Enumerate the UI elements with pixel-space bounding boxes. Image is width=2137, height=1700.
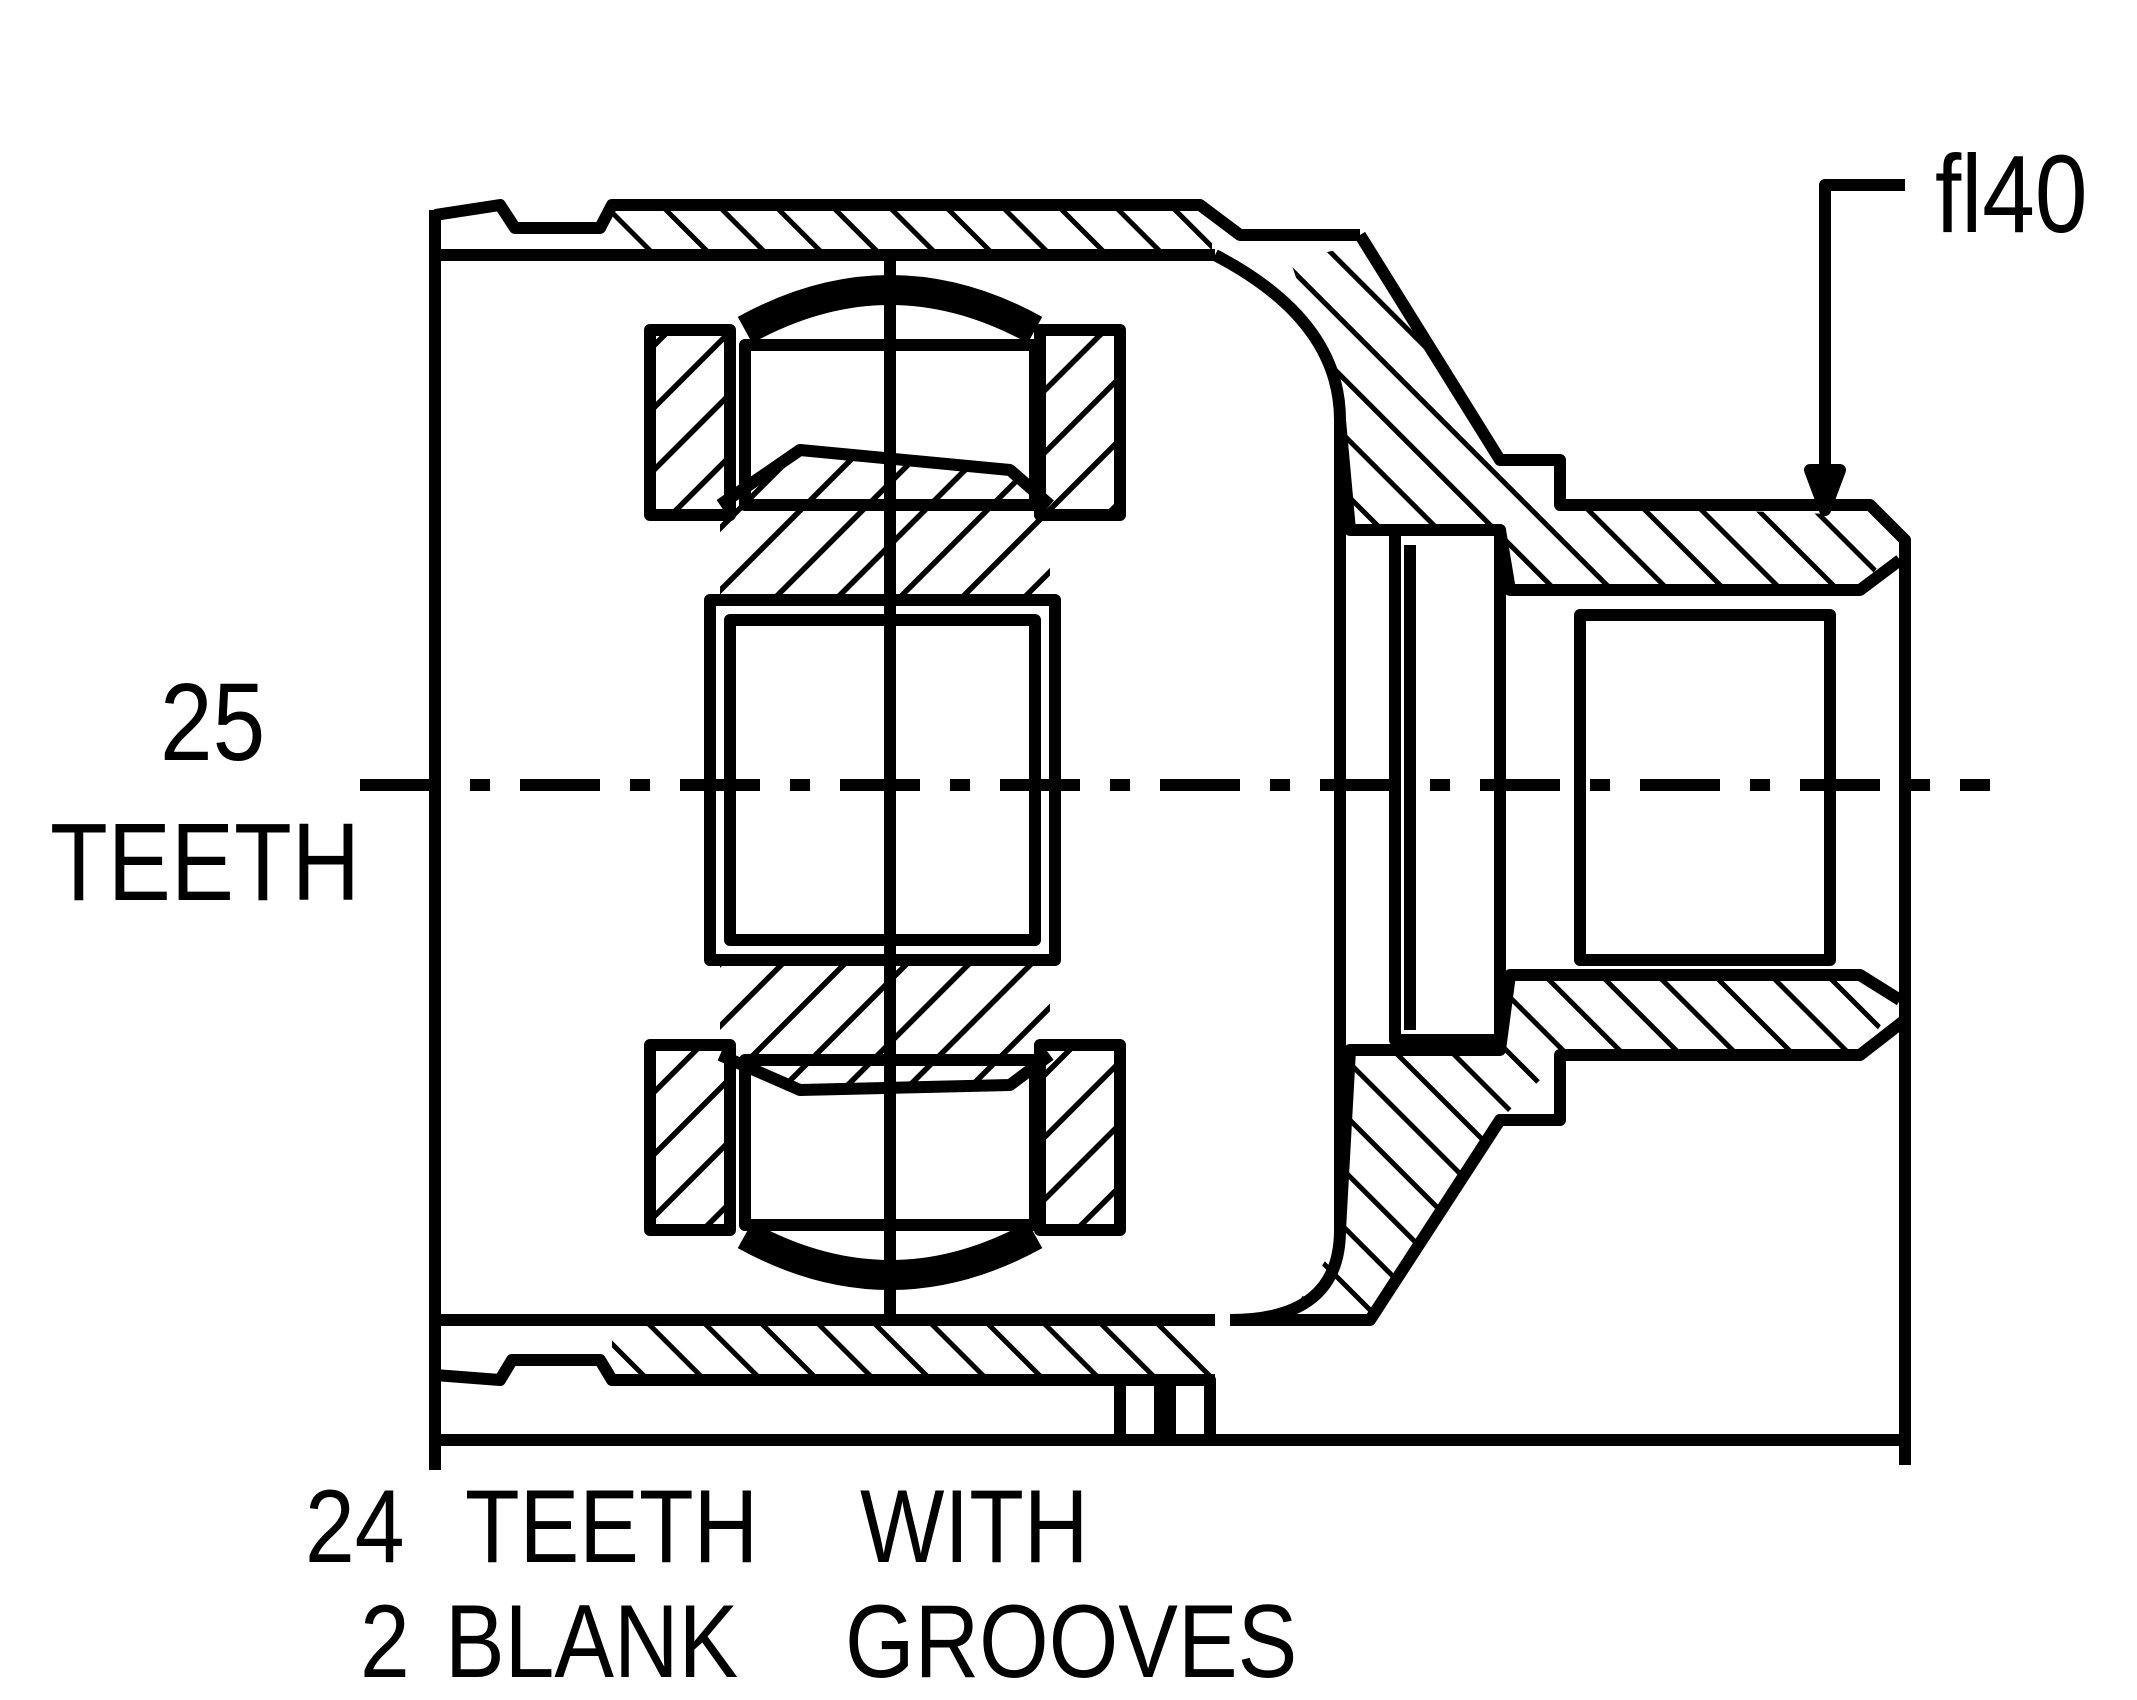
blank-count: 2 xyxy=(360,1584,410,1700)
bottom-with-word: WITH xyxy=(860,1469,1089,1585)
housing-bottom-hatch xyxy=(612,1325,1212,1375)
housing-top-hatch xyxy=(612,210,1212,250)
bottom-tooth-unit: TEETH xyxy=(465,1469,759,1585)
left-tooth-count: 25 xyxy=(160,661,266,784)
diameter-leader xyxy=(1819,179,1905,505)
bottom-tooth-count: 24 xyxy=(305,1469,405,1585)
neck-top-hatch xyxy=(1290,245,1895,590)
race-upper-right-roller xyxy=(1034,324,1126,521)
groove-left xyxy=(1114,1374,1166,1446)
grooves-word: GROOVES xyxy=(845,1584,1298,1700)
neck-bottom-hatch xyxy=(1300,975,1895,1320)
race-lower-left-roller xyxy=(644,1039,736,1236)
blank-word: BLANK xyxy=(445,1584,739,1700)
diameter-arrowhead xyxy=(1804,464,1846,516)
groove-right xyxy=(1164,1374,1216,1446)
race-upper-left-roller xyxy=(644,324,736,521)
bell-curve-top xyxy=(1212,249,1346,1326)
housing-top-wall xyxy=(434,199,1360,241)
race-lower-right-roller xyxy=(1034,1039,1126,1236)
housing-bottom-wall xyxy=(434,1354,1215,1386)
race-upper-ridge xyxy=(716,444,1054,510)
diameter-label: fl40 xyxy=(1935,133,2088,256)
left-tooth-unit: TEETH xyxy=(50,801,361,924)
neck-top-outer xyxy=(1354,231,1911,1465)
